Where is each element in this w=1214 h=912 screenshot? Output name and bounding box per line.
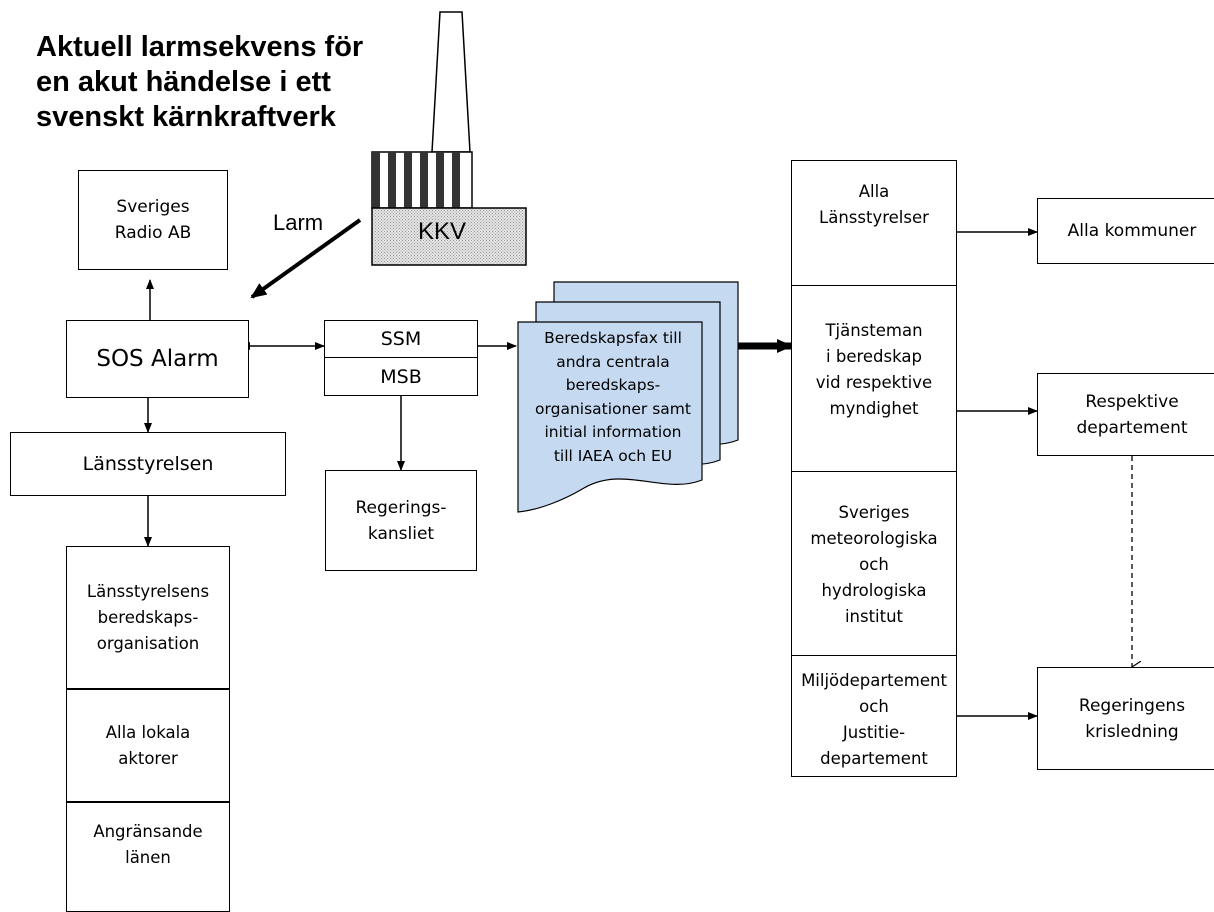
right-stack-item: Miljödepartement och Justitie- departeme… bbox=[791, 655, 957, 777]
sveriges-radio-box: Sveriges Radio AB bbox=[78, 170, 228, 270]
left-stack-item: Angränsande länen bbox=[66, 802, 230, 912]
right-stack-item: Sveriges meteorologiska och hydrologiska… bbox=[791, 471, 957, 656]
regeringens-krisledning-box: Regeringens krisledning bbox=[1037, 667, 1214, 770]
regeringskansliet-box: Regerings- kansliet bbox=[325, 470, 477, 571]
ssm-box: SSM bbox=[324, 320, 478, 358]
sos-alarm-box: SOS Alarm bbox=[66, 320, 249, 398]
larm-arrow bbox=[250, 218, 362, 299]
lansstyrelsen-box: Länsstyrelsen bbox=[10, 432, 286, 496]
kkv-label: KKV bbox=[418, 218, 467, 245]
left-stack-item: Alla lokala aktorer bbox=[66, 689, 230, 802]
right-stack-item: Tjänsteman i beredskap vid respektive my… bbox=[791, 285, 957, 472]
alla-kommuner-box: Alla kommuner bbox=[1037, 198, 1214, 264]
right-stack-item: Alla Länsstyrelser bbox=[791, 160, 957, 286]
document-stack-icon bbox=[517, 281, 739, 513]
msb-box: MSB bbox=[324, 357, 478, 396]
respektive-departement-box: Respektive departement bbox=[1037, 373, 1214, 456]
beredskapsfax-document: Beredskapsfax till andra centrala bereds… bbox=[535, 329, 691, 465]
nuclear-plant-icon bbox=[371, 11, 527, 266]
left-stack-item: Länsstyrelsens beredskaps- organisation bbox=[66, 546, 230, 689]
diagram-title: Aktuell larmsekvens för en akut händelse… bbox=[36, 31, 364, 133]
larm-label: Larm bbox=[273, 210, 324, 235]
